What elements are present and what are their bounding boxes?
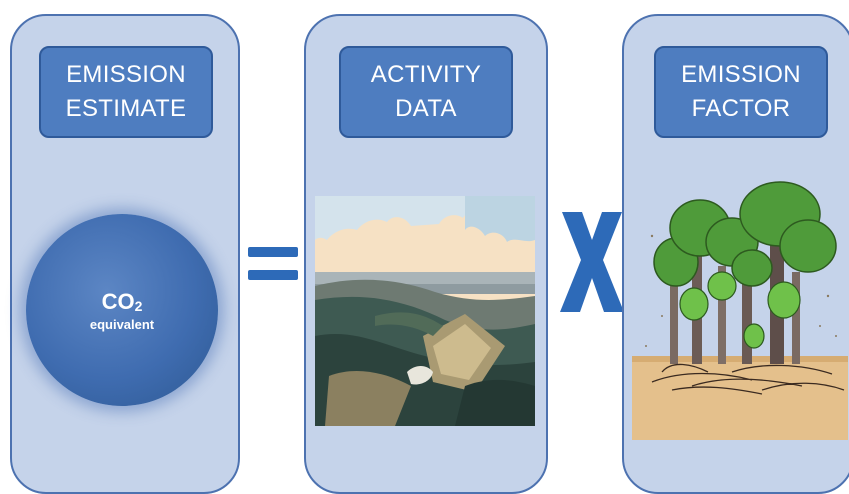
activity-data-label: ACTIVITY DATA — [339, 46, 513, 138]
landscape-illustration — [315, 196, 535, 426]
activity-data-panel: ACTIVITY DATA — [304, 14, 548, 494]
equals-sign-bottom-bar — [248, 270, 298, 280]
emission-estimate-line2: ESTIMATE — [65, 95, 187, 122]
forest-illustration — [632, 181, 848, 440]
multiply-sign — [560, 212, 624, 312]
emission-factor-line2: FACTOR — [691, 95, 791, 122]
emission-estimate-panel: EMISSION ESTIMATE CO2 equivalent — [10, 14, 240, 494]
co2-label: CO2 — [101, 288, 143, 314]
co2-sphere: CO2 equivalent — [26, 214, 218, 406]
activity-data-line1: ACTIVITY — [370, 61, 482, 88]
emission-estimate-label: EMISSION ESTIMATE — [39, 46, 213, 138]
emission-estimate-line1: EMISSION — [66, 61, 186, 88]
equals-sign-top-bar — [248, 247, 298, 257]
activity-data-line2: DATA — [395, 95, 457, 122]
emission-factor-label: EMISSION FACTOR — [654, 46, 828, 138]
emission-factor-panel: EMISSION FACTOR — [622, 14, 849, 494]
emission-factor-line1: EMISSION — [681, 61, 801, 88]
co2-caption: equivalent — [89, 316, 155, 332]
